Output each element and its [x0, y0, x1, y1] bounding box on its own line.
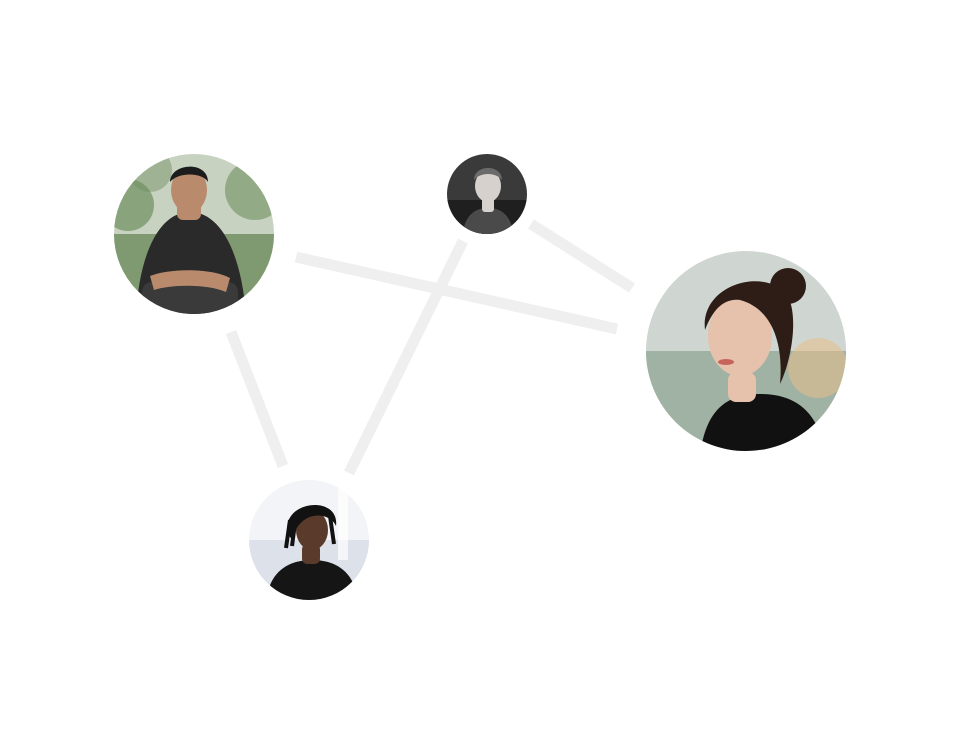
- person-hair: [170, 166, 208, 182]
- graph-edge-man-sitting-man-dreadlocks: [225, 330, 289, 468]
- avatar-node-woman-bun[interactable]: [646, 251, 848, 455]
- person-hair: [704, 281, 794, 384]
- person-face: [475, 170, 501, 202]
- background-light: [788, 338, 846, 398]
- avatar-node-woman-short-hair[interactable]: [447, 154, 527, 238]
- person-arms: [150, 270, 230, 292]
- graph-edge-man-sitting-woman-bun: [294, 251, 619, 335]
- person-lips: [718, 359, 734, 365]
- person-face: [171, 167, 207, 213]
- window-frame: [338, 480, 348, 560]
- foliage-shape: [225, 160, 274, 220]
- avatar-node-man-sitting[interactable]: [102, 148, 285, 318]
- person-face: [708, 296, 772, 376]
- hair-bun: [770, 268, 806, 304]
- graph-edge-woman-short-hair-man-dreadlocks: [344, 238, 468, 476]
- person-shirt: [266, 560, 358, 600]
- graph-edge-woman-short-hair-woman-bun: [528, 219, 635, 293]
- person-dreadlocks: [284, 515, 336, 549]
- person-pants: [142, 282, 238, 314]
- foliage-shape: [128, 154, 172, 192]
- graph-edges: [225, 219, 635, 476]
- person-shirt: [462, 208, 514, 234]
- avatar-node-man-dreadlocks[interactable]: [249, 480, 369, 604]
- person-hair: [474, 168, 502, 180]
- person-hair: [287, 504, 337, 540]
- person-neck: [728, 372, 756, 402]
